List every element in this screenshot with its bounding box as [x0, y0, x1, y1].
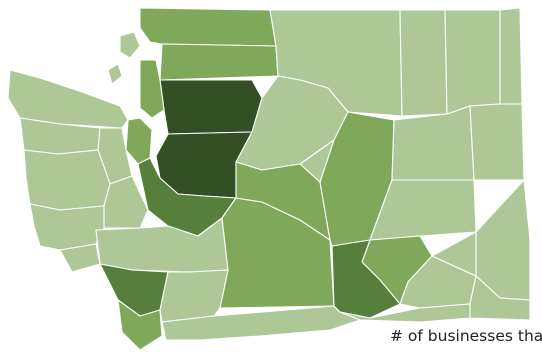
map-region: [159, 79, 263, 135]
map-region: [119, 31, 141, 59]
map-region: [161, 305, 361, 341]
legend-title: # of businesses that: [387, 327, 542, 349]
map-region: [139, 59, 165, 119]
map-region: [7, 69, 129, 129]
map-region: [159, 43, 279, 81]
map-region: [475, 179, 531, 301]
map-region: [139, 7, 277, 47]
map-region: [469, 103, 525, 181]
map-region: [339, 303, 471, 323]
map-region: [23, 149, 111, 211]
map-region: [29, 203, 105, 251]
map-region: [159, 269, 229, 323]
map-region: [99, 263, 169, 317]
map-region: [103, 175, 149, 229]
map-region: [391, 105, 475, 181]
map-region: [107, 63, 123, 85]
map-region: [369, 179, 477, 241]
map-region: [399, 9, 448, 117]
map-region: [125, 117, 153, 165]
map-region: [431, 231, 477, 277]
map-region: [499, 7, 523, 105]
map-region: [444, 9, 501, 115]
map-region: [299, 139, 335, 183]
map-region: [117, 299, 163, 351]
